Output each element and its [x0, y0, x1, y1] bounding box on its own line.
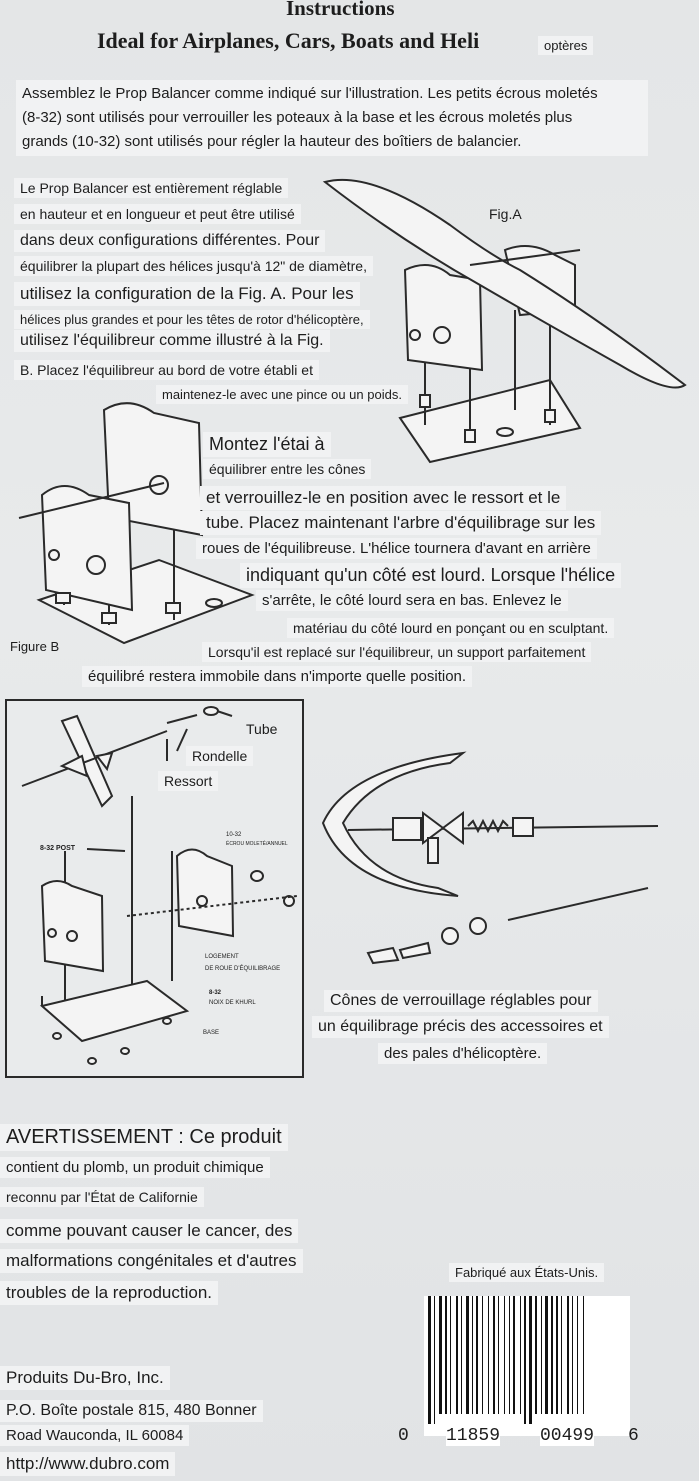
company-url[interactable]: http://www.dubro.com	[0, 1452, 176, 1476]
made-in-usa: Fabriqué aux États-Unis.	[449, 1263, 605, 1282]
section-b-line: matériau du côté lourd en ponçant ou en …	[287, 618, 615, 638]
subtitle-tail: optères	[538, 36, 594, 55]
intro-line: Assemblez le Prop Balancer comme indiqué…	[22, 85, 598, 102]
company-name: Produits Du-Bro, Inc.	[0, 1366, 170, 1390]
page-title: Instructions	[286, 0, 395, 20]
intro-line: grands (10-32) sont utilisés pour régler…	[22, 133, 522, 150]
warning-line: reconnu par l'État de Californie	[0, 1187, 204, 1207]
warning-line: comme pouvant causer le cancer, des	[0, 1219, 299, 1243]
barcode-bar	[461, 1296, 462, 1414]
label-logement-sub: DE ROUE D'ÉQUILIBRAGE	[205, 966, 281, 972]
barcode-bar	[488, 1296, 489, 1414]
cones-caption: un équilibrage précis des accessoires et	[312, 1016, 609, 1038]
fig-a-label: Fig.A	[489, 206, 522, 222]
barcode-bar	[541, 1296, 542, 1414]
warning-line: troubles de la reproduction.	[0, 1281, 219, 1305]
section-b-line: Lorsqu'il est replacé sur l'équilibreur,…	[202, 642, 592, 662]
section-b-line: tube. Placez maintenant l'arbre d'équili…	[200, 511, 602, 535]
barcode-bar	[504, 1296, 505, 1414]
label-rondelle: Rondelle	[186, 746, 254, 766]
barcode-bar	[551, 1296, 553, 1414]
barcode-bar	[524, 1296, 526, 1424]
barcode-bar	[439, 1296, 442, 1414]
barcode-bar	[520, 1296, 521, 1414]
barcode-bar	[450, 1296, 451, 1414]
barcode	[424, 1296, 630, 1436]
barcode-bar	[476, 1296, 478, 1414]
section-b-line: et verrouillez-le en position avec le re…	[200, 486, 567, 510]
label-base: BASE	[203, 1030, 220, 1036]
fig-b-illustration	[18, 402, 255, 645]
barcode-bar	[493, 1296, 495, 1414]
barcode-bar	[482, 1296, 483, 1414]
locking-cones-illustration	[321, 751, 659, 965]
warning-heading: AVERTISSEMENT : Ce produit	[0, 1124, 288, 1151]
label-logement: LOGEMENT	[205, 954, 239, 960]
barcode-bars	[428, 1296, 584, 1424]
exploded-view-illustration	[21, 706, 298, 1065]
barcode-bar	[529, 1296, 532, 1424]
section-a-line: en hauteur et en longueur et peut être u…	[14, 204, 301, 224]
fig-a-illustration	[322, 178, 687, 464]
section-a-line: équilibrer la plupart des hélices jusqu'…	[14, 256, 373, 276]
warning-line: contient du plomb, un produit chimique	[0, 1157, 270, 1178]
section-b-line: s'arrête, le côté lourd sera en bas. Enl…	[256, 590, 568, 611]
barcode-left-digit: 0	[398, 1426, 409, 1446]
cones-caption: des pales d'hélicoptère.	[378, 1043, 548, 1064]
barcode-bar	[535, 1296, 537, 1414]
barcode-bar	[567, 1296, 569, 1414]
barcode-bar	[577, 1296, 578, 1414]
label-noix: NOIX DE KHURL	[209, 1000, 256, 1006]
label-nut-8-32: 8-32	[209, 990, 222, 996]
barcode-bar	[428, 1296, 431, 1424]
label-nut-10-32-sub: ÉCROU MOLETÉ/ANNUEL	[226, 841, 288, 847]
barcode-bar	[434, 1296, 435, 1424]
label-nut-10-32: 10-32	[226, 832, 242, 838]
company-address-1: P.O. Boîte postale 815, 480 Bonner	[0, 1400, 263, 1422]
barcode-bar	[513, 1296, 515, 1414]
intro-line: (8-32) sont utilisés pour verrouiller le…	[22, 109, 573, 126]
fig-b-label: Figure B	[10, 639, 60, 654]
section-a-line: hélices plus grandes et pour les têtes d…	[14, 310, 370, 329]
intro-paragraph: Assemblez le Prop Balancer comme indiqué…	[16, 80, 648, 156]
barcode-bar	[466, 1296, 469, 1414]
barcode-bar	[498, 1296, 499, 1414]
barcode-bar	[509, 1296, 510, 1414]
section-b-line: indiquant qu'un côté est lourd. Lorsque …	[240, 563, 622, 588]
barcode-bar	[561, 1296, 562, 1414]
section-b-line: équilibrer entre les cônes	[203, 459, 372, 479]
warning-line: malformations congénitales et d'autres	[0, 1249, 303, 1273]
label-post: 8-32 POST	[40, 845, 76, 852]
barcode-bar	[545, 1296, 548, 1414]
section-b-line: roues de l'équilibreuse. L'hélice tourne…	[196, 538, 597, 559]
section-a-line: utilisez l'équilibreur comme illustré à …	[14, 330, 330, 352]
barcode-group-1: 11859	[446, 1426, 501, 1446]
company-address-2: Road Wauconda, IL 60084	[0, 1425, 190, 1446]
barcode-bar	[572, 1296, 573, 1414]
barcode-bar	[472, 1296, 473, 1414]
barcode-group-2: 00499	[540, 1426, 595, 1446]
barcode-bar	[445, 1296, 447, 1414]
label-tube: Tube	[246, 721, 278, 737]
barcode-bar	[583, 1296, 584, 1414]
barcode-bar	[556, 1296, 558, 1414]
section-a-line: Le Prop Balancer est entièrement réglabl…	[14, 178, 289, 198]
label-ressort: Ressort	[158, 771, 219, 791]
section-b-line: équilibré restera immobile dans n'import…	[82, 666, 473, 687]
section-a-line: B. Placez l'équilibreur au bord de votre…	[14, 360, 319, 380]
section-b-line: Montez l'étai à	[203, 432, 331, 457]
section-a-line: dans deux configurations différentes. Po…	[14, 230, 326, 252]
page-subtitle: Ideal for Airplanes, Cars, Boats and Hel…	[97, 28, 480, 53]
section-a-line: maintenez-le avec une pince ou un poids.	[156, 385, 408, 404]
section-a-line: utilisez la configuration de la Fig. A. …	[14, 282, 360, 306]
barcode-right-digit: 6	[628, 1426, 639, 1446]
cones-caption: Cônes de verrouillage réglables pour	[324, 990, 598, 1012]
barcode-bar	[456, 1296, 458, 1414]
